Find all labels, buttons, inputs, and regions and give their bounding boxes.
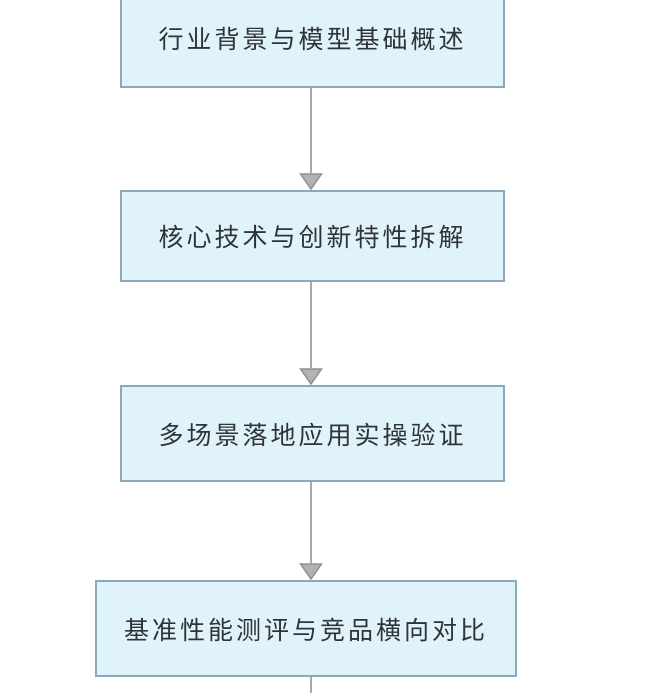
flow-node-label: 行业背景与模型基础概述 (158, 26, 467, 54)
edge-line-4 (310, 677, 312, 693)
edge-line-3 (310, 482, 312, 563)
arrow-down-icon (299, 173, 323, 190)
flow-node-label: 核心技术与创新特性拆解 (158, 224, 467, 252)
arrow-down-icon (299, 368, 323, 385)
flow-node-benchmark-comparison: 基准性能测评与竞品横向对比 (95, 580, 517, 677)
flow-node-scenario-validation: 多场景落地应用实操验证 (120, 385, 505, 482)
flow-node-core-technology: 核心技术与创新特性拆解 (120, 190, 505, 282)
flow-node-label: 多场景落地应用实操验证 (158, 421, 467, 450)
edge-line-1 (310, 88, 312, 173)
edge-line-2 (310, 282, 312, 368)
flow-node-industry-background: 行业背景与模型基础概述 (120, 0, 505, 88)
arrow-down-icon (299, 563, 323, 580)
flow-node-label: 基准性能测评与竞品横向对比 (123, 616, 488, 645)
